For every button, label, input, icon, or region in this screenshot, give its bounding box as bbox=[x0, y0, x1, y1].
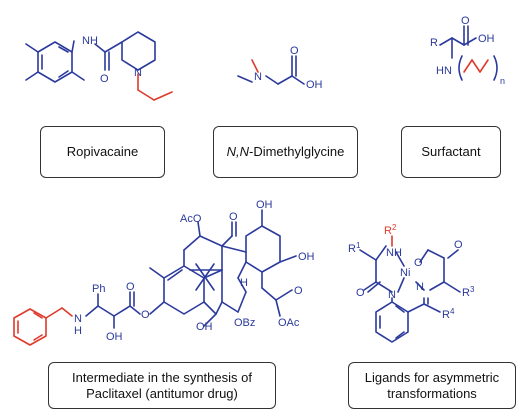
ligand-o3-label: O bbox=[356, 287, 365, 299]
ropivacaine-n-label: N bbox=[134, 67, 142, 79]
dmg-o-label: O bbox=[290, 45, 299, 57]
surfactant-r-label: R bbox=[430, 37, 438, 49]
paclitaxel-aco-label: AcO bbox=[180, 213, 202, 225]
ligand-r1-label: R1 bbox=[348, 241, 361, 255]
ligand-complex bbox=[359, 245, 461, 343]
surfactant-n-subscript: n bbox=[500, 76, 505, 86]
paclitaxel-oh4-label: OH bbox=[196, 321, 213, 333]
paclitaxel-oh3-label: OH bbox=[298, 251, 315, 263]
surfactant-oh-label: OH bbox=[478, 33, 495, 45]
paclitaxel-o-label: O bbox=[126, 281, 135, 293]
dmg-oh-label: OH bbox=[306, 79, 323, 91]
paclitaxel-n-label: N bbox=[74, 313, 82, 325]
dmg-n-label: N bbox=[254, 71, 262, 83]
caption-paclitaxel: Intermediate in the synthesis of Paclita… bbox=[48, 362, 276, 409]
ropivacaine-propyl bbox=[137, 73, 173, 101]
paclitaxel-benzyl bbox=[13, 307, 73, 346]
caption-ligands-line1: Ligands for asymmetric bbox=[364, 369, 500, 385]
ropivacaine-structure bbox=[25, 31, 156, 83]
ropivacaine-o-label: O bbox=[100, 73, 109, 85]
caption-paclitaxel-line2: Paclitaxel (antitumor drug) bbox=[86, 385, 238, 401]
surfactant-o-label: O bbox=[461, 15, 470, 27]
ligand-n2-label: N bbox=[416, 281, 424, 293]
paclitaxel-h-label: H bbox=[240, 277, 248, 289]
ropivacaine-nh-label: NH bbox=[82, 35, 98, 47]
paclitaxel-obz-label: OBz bbox=[234, 317, 255, 329]
paclitaxel-oh1-label: OH bbox=[106, 331, 123, 343]
paclitaxel-side-chain bbox=[85, 291, 165, 329]
ligand-r2-label: R2 bbox=[384, 223, 397, 237]
paclitaxel-nh-h-label: H bbox=[74, 325, 82, 337]
dimethylglycine-structure bbox=[237, 55, 305, 85]
caption-ropivacaine-text: Ropivacaine bbox=[66, 144, 139, 159]
ligand-r3-label: R3 bbox=[462, 285, 475, 299]
caption-surfactant-text: Surfactant bbox=[421, 144, 481, 159]
ropivacaine-benzene bbox=[37, 41, 73, 83]
ligand-n1-label: N bbox=[388, 289, 396, 301]
caption-dimethylglycine-text: N,N-Dimethylglycine bbox=[226, 144, 345, 159]
paclitaxel-keto-o-label: O bbox=[229, 211, 238, 223]
caption-ropivacaine: Ropivacaine bbox=[40, 126, 165, 178]
ligand-ni-label: Ni bbox=[400, 267, 410, 279]
ligand-o1-label: O bbox=[414, 257, 423, 269]
ligand-nh-label: NH bbox=[386, 247, 402, 259]
paclitaxel-oh2-label: OH bbox=[256, 199, 273, 211]
paclitaxel-ester-o-label: O bbox=[141, 309, 150, 321]
caption-ligands: Ligands for asymmetric transformations bbox=[348, 362, 516, 409]
caption-surfactant: Surfactant bbox=[401, 126, 501, 178]
paclitaxel-core bbox=[149, 209, 297, 327]
ligand-o2-label: O bbox=[454, 239, 463, 251]
caption-ligands-line2: transformations bbox=[387, 385, 477, 401]
caption-paclitaxel-line1: Intermediate in the synthesis of bbox=[72, 369, 252, 385]
paclitaxel-ph-label: Ph bbox=[92, 283, 105, 295]
ligand-r4-label: R4 bbox=[442, 307, 455, 321]
caption-dimethylglycine: N,N-Dimethylglycine bbox=[213, 126, 358, 178]
surfactant-hn-label: HN bbox=[436, 65, 452, 77]
surfactant-structure bbox=[439, 25, 477, 59]
paclitaxel-oac-label: OAc bbox=[278, 317, 300, 329]
paclitaxel-ring-o-label: O bbox=[294, 285, 303, 297]
